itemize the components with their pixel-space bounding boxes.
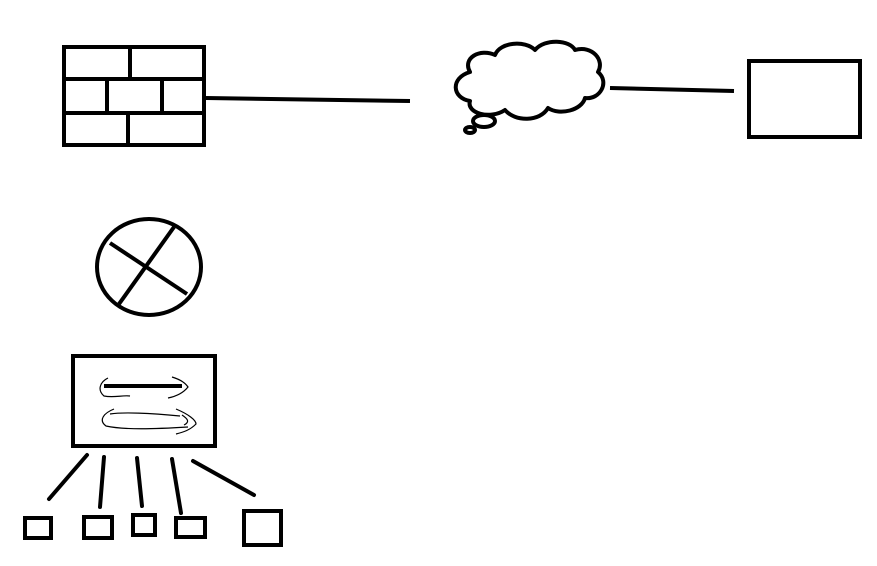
link-switch-client-2 <box>98 455 106 509</box>
link-cloud-host <box>609 86 735 93</box>
client-5-node-icon <box>242 509 283 547</box>
switch-client-links <box>47 453 256 515</box>
link-switch-client-4 <box>170 457 183 515</box>
firewall-brick-wall-icon <box>62 45 206 147</box>
switch-with-arrows-icon <box>71 354 217 448</box>
client-1-node-icon <box>23 516 53 540</box>
link-firewall-cloud <box>205 96 411 103</box>
link-switch-client-3 <box>135 456 144 508</box>
cloud-thought-bubble-icon <box>453 39 606 135</box>
rectangle-host-icon <box>747 59 862 139</box>
client-4-node-icon <box>174 516 207 539</box>
link-switch-client-1 <box>47 453 89 501</box>
client-3-node-icon <box>131 513 157 537</box>
client-2-node-icon <box>82 515 114 540</box>
link-switch-client-5 <box>191 459 256 497</box>
router-circle-x-icon <box>95 217 203 317</box>
